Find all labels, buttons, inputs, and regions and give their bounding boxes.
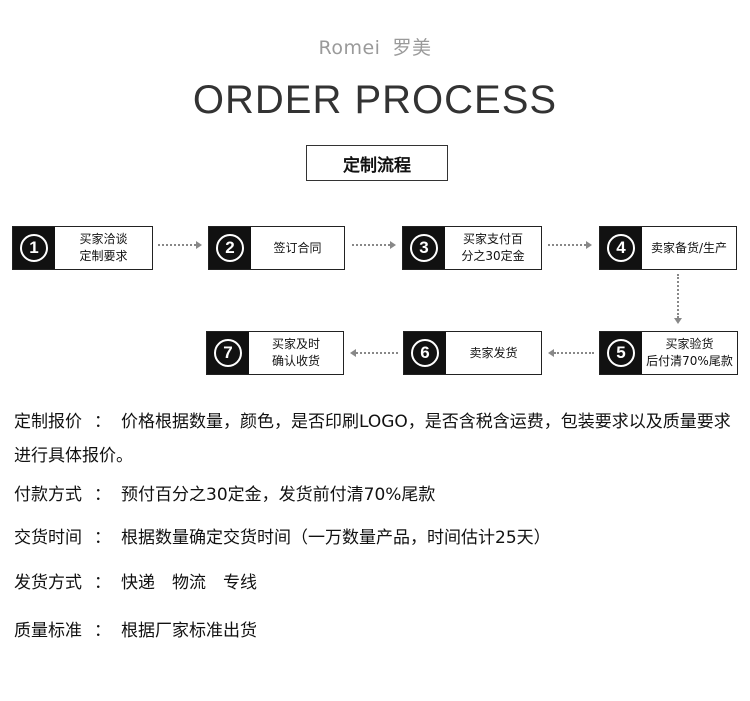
info-quote: 定制报价 ：价格根据数量，颜色，是否印刷LOGO，是否含税含运费，包装要求以及质量… [14,405,744,473]
page-title: ORDER PROCESS [192,78,558,122]
info-shipping: 发货方式 ： 快递 物流 专线 [14,566,744,600]
step-number: 2 [216,234,244,262]
info-colon: ： [94,621,111,641]
step-number-badge: 7 [207,332,249,374]
flow-arrow-left [548,348,594,358]
step-number-badge: 4 [600,227,642,269]
flow-arrow-left [350,348,398,358]
info-value: 根据厂家标准出货 [121,621,257,641]
step-label: 卖家发货 [446,332,541,374]
step-3: 3 买家支付百分之30定金 [402,226,542,270]
info-value: 根据数量确定交货时间（一万数量产品，时间估计25天） [121,528,551,548]
brand-name-cn: 罗美 [392,37,432,59]
step-label-line: 后付清70%尾款 [646,354,733,368]
step-label: 买家洽谈定制要求 [55,227,152,269]
info-colon: ： [94,412,111,432]
flow-arrow-down [673,274,683,324]
step-1: 1 买家洽谈定制要求 [12,226,153,270]
step-label-line: 买家验货 [665,337,714,351]
flow-arrow-right [548,240,592,250]
info-colon: ： [94,485,111,505]
step-number-badge: 5 [600,332,642,374]
section-title: 定制流程 [306,145,448,181]
step-number-badge: 6 [404,332,446,374]
step-4: 4 卖家备货/生产 [599,226,737,270]
info-value: 快递 物流 专线 [121,573,257,593]
info-colon: ： [94,573,111,593]
info-quality: 质量标准 ： 根据厂家标准出货 [14,614,744,648]
step-number: 7 [214,339,242,367]
info-key: 交货时间 [14,528,82,548]
flow-arrow-right [352,240,396,250]
step-label-line: 卖家备货/生产 [650,240,728,255]
step-label: 买家验货后付清70%尾款 [642,332,737,374]
info-key: 发货方式 [14,573,82,593]
info-value: 预付百分之30定金，发货前付清70%尾款 [121,485,436,505]
step-label-line: 签订合同 [273,240,322,255]
step-number: 5 [607,339,635,367]
step-2: 2 签订合同 [208,226,345,270]
flow-arrow-right [158,240,202,250]
step-number-badge: 2 [209,227,251,269]
step-6: 6 卖家发货 [403,331,542,375]
step-label-line: 卖家发货 [469,345,518,360]
step-label-line: 分之30定金 [461,249,525,263]
info-key: 定制报价 [14,412,82,432]
step-label: 签订合同 [251,227,344,269]
step-number-badge: 1 [13,227,55,269]
step-number: 3 [410,234,438,262]
step-number: 6 [411,339,439,367]
step-7: 7 买家及时确认收货 [206,331,344,375]
brand-header: Romei 罗美 [0,33,750,60]
step-label-line: 确认收货 [271,354,320,368]
step-label: 买家及时确认收货 [249,332,343,374]
step-number: 1 [20,234,48,262]
info-delivery-time: 交货时间 ： 根据数量确定交货时间（一万数量产品，时间估计25天） [14,521,744,555]
info-colon: ： [94,528,111,548]
step-number: 4 [607,234,635,262]
brand-name-en: Romei [318,37,381,59]
info-value: 价格根据数量，颜色，是否印刷LOGO，是否含税含运费，包装要求以及质量要求进行具… [14,412,731,466]
step-label-line: 买家洽谈 [79,232,128,246]
step-label: 卖家备货/生产 [642,227,736,269]
step-label-line: 买家及时 [271,337,320,351]
step-label-line: 买家支付百 [462,232,523,246]
step-5: 5 买家验货后付清70%尾款 [599,331,738,375]
step-label-line: 定制要求 [79,249,128,263]
info-key: 质量标准 [14,621,82,641]
info-payment: 付款方式 ： 预付百分之30定金，发货前付清70%尾款 [14,478,744,512]
step-number-badge: 3 [403,227,445,269]
info-key: 付款方式 [14,485,82,505]
step-label: 买家支付百分之30定金 [445,227,541,269]
